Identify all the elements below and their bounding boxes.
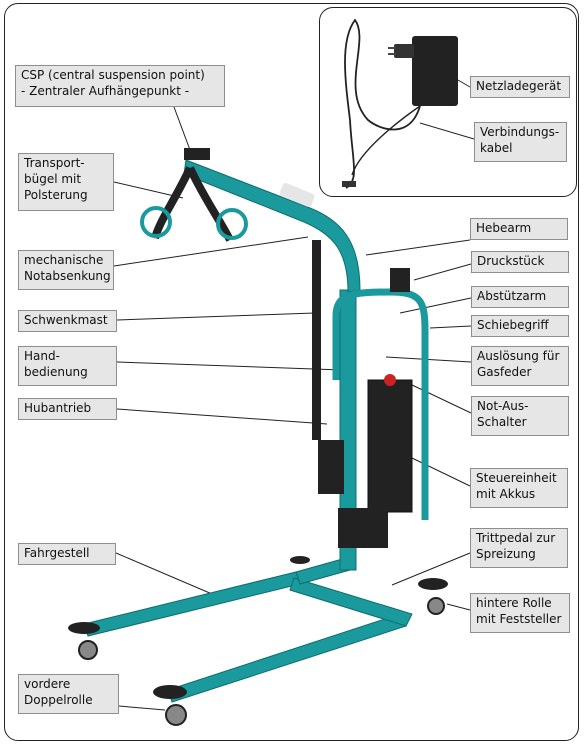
label-schiebegriff: Schiebegriff [471, 315, 569, 337]
label-notabsenkung: mechanische Notabsenkung [18, 250, 114, 290]
control-unit-drawing [332, 268, 429, 548]
label-verbindungskabel: Verbindungs- kabel [474, 122, 567, 162]
label-ausloesung: Auslösung für Gasfeder [471, 346, 569, 386]
outer-frame [4, 3, 579, 741]
label-netzladegeraet: Netzladegerät [470, 76, 570, 98]
label-vordere-rolle: vordere Doppelrolle [18, 674, 119, 714]
label-trittpedal: Trittpedal zur Spreizung [470, 528, 568, 568]
label-hebearm: Hebearm [470, 218, 568, 240]
label-transportbuegel: Transport- bügel mit Polsterung [18, 153, 114, 211]
chassis-drawing [83, 557, 413, 703]
transport-hanger-drawing [140, 166, 248, 242]
label-hubantrieb: Hubantrieb [18, 398, 117, 420]
wheels-drawing [68, 556, 448, 726]
charger-drawing [342, 18, 458, 189]
label-steuereinheit: Steuereinheit mit Akkus [470, 468, 568, 508]
label-hintere-rolle: hintere Rolle mit Feststeller [470, 593, 570, 633]
label-druckstueck: Druckstück [471, 251, 569, 273]
label-csp: CSP (central suspension point) - Zentral… [15, 65, 225, 107]
label-schwenkmast: Schwenkmast [18, 310, 117, 332]
label-handbedienung: Hand- bedienung [18, 346, 117, 386]
label-notaus: Not-Aus- Schalter [471, 396, 569, 436]
label-fahrgestell: Fahrgestell [18, 543, 116, 565]
label-abstuetzarm: Abstützarm [471, 286, 569, 308]
leader-lines [113, 79, 475, 711]
